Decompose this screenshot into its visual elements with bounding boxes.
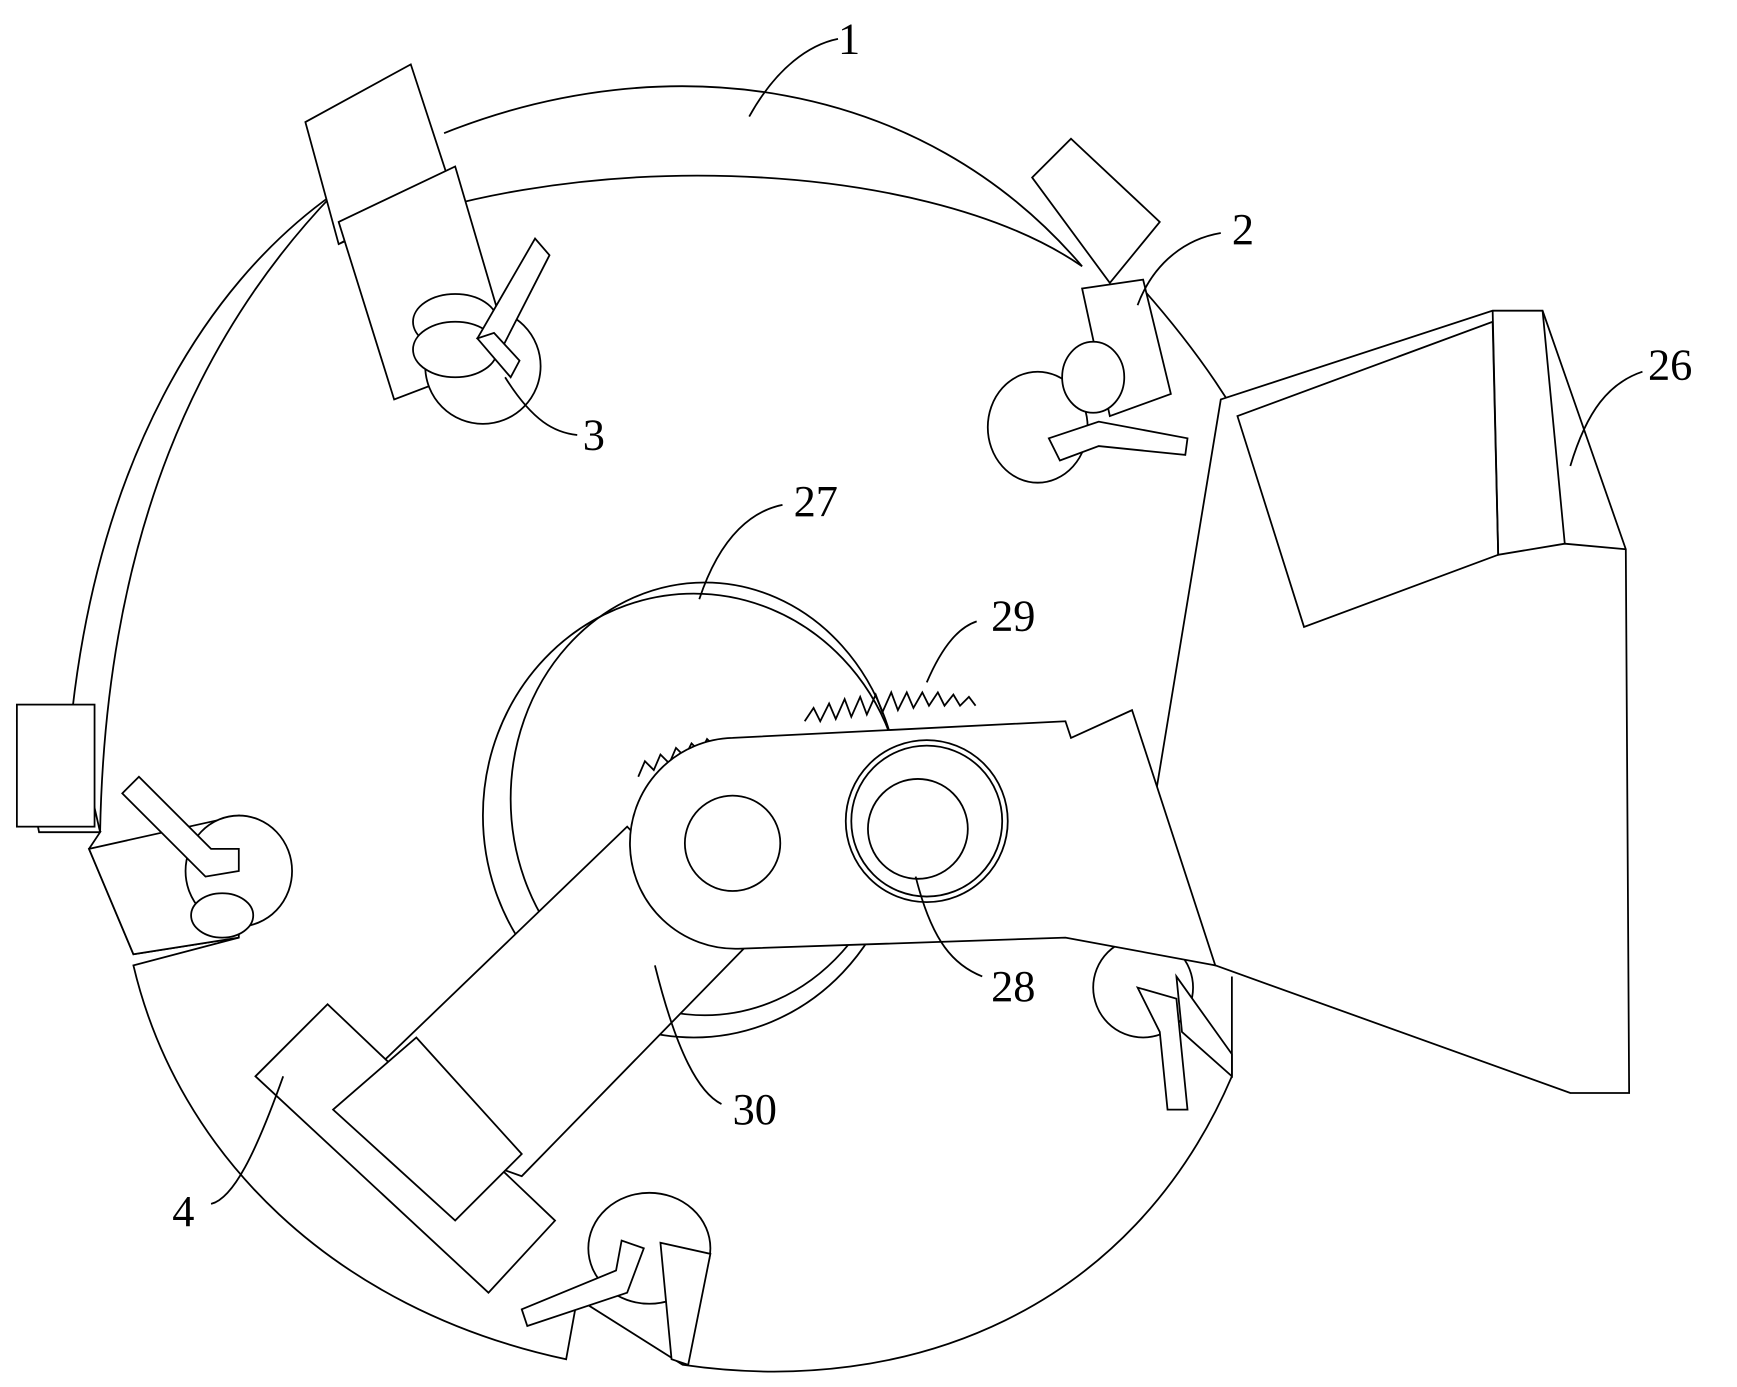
label-1: 1 bbox=[838, 13, 860, 63]
label-4: 4 bbox=[172, 1186, 194, 1236]
link-plate bbox=[630, 710, 1215, 965]
label-3: 3 bbox=[583, 409, 605, 459]
blade-assembly-right-top bbox=[988, 139, 1188, 483]
hopper bbox=[1132, 311, 1629, 1093]
blade-assembly-left bbox=[17, 705, 292, 955]
label-26: 26 bbox=[1648, 339, 1692, 389]
blade-assembly-top bbox=[305, 64, 549, 424]
label-29: 29 bbox=[991, 590, 1035, 640]
label-30: 30 bbox=[733, 1084, 777, 1134]
label-27: 27 bbox=[794, 476, 838, 526]
label-28: 28 bbox=[991, 961, 1035, 1011]
label-2: 2 bbox=[1232, 204, 1254, 254]
